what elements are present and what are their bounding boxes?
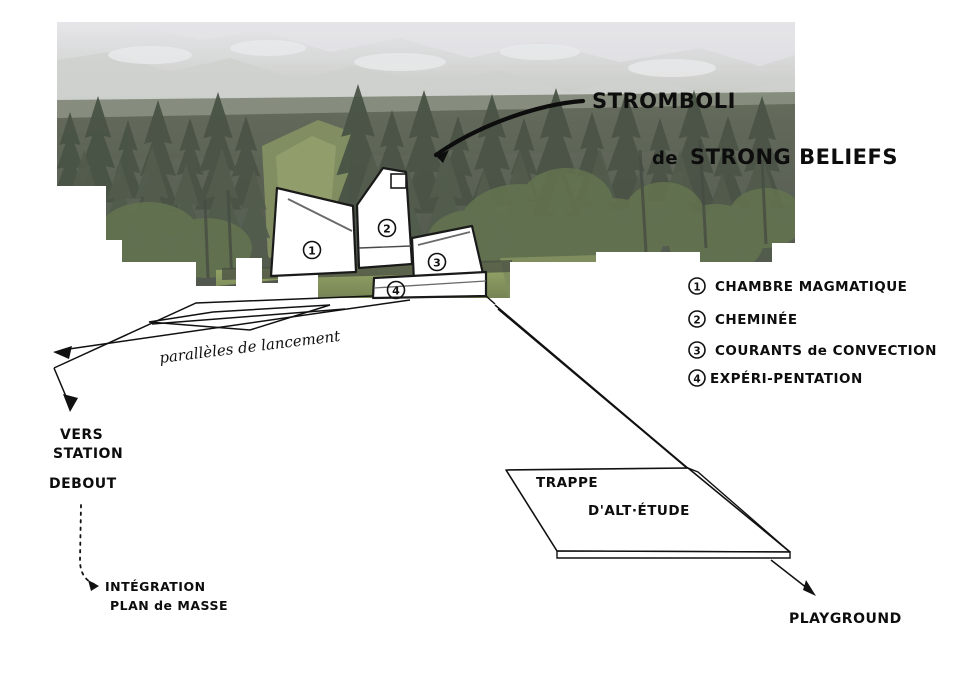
annotation-vers: VERS [60,427,103,443]
volume-2-cheminee [355,166,414,270]
legend-num-2: 2 [693,315,700,327]
volume-callouts: 1 2 3 4 [302,218,447,300]
chimney-opening [390,173,407,189]
annotation-plan-de-masse: PLAN de MASSE [110,598,228,613]
legend-bullet-4-icon [688,369,706,387]
legend-bullet-3-icon [688,341,706,359]
callout-3: 3 [427,252,447,272]
annotation-station: STATION [53,446,123,462]
legend-bullet-1-icon [688,277,706,295]
legend-item-4: 4 EXPÉRI-PENTATION [688,369,863,387]
annotation-debout: DEBOUT [49,476,117,492]
arrow-left-upper-icon [53,346,72,359]
site-plan-arrowheads [53,346,78,412]
legend-num-3: 3 [693,346,700,358]
site-plan-lines [53,295,695,475]
title-stromboli: STROMBOLI [592,89,736,113]
legend-label-1: CHAMBRE MAGMATIQUE [715,279,907,295]
annotation-playground: PLAYGROUND [789,611,902,627]
title-strong-beliefs: STRONG BELIEFS [690,145,898,169]
legend-item-3: 3 COURANTS de CONVECTION [688,341,937,359]
title-prefix-de: de [652,148,678,169]
legend-item-1: 1 CHAMBRE MAGMATIQUE [688,277,907,295]
callout-2: 2 [377,218,397,238]
callout-4: 4 [386,280,406,300]
arrow-down-station-icon [63,394,78,412]
legend: 1 CHAMBRE MAGMATIQUE 2 CHEMINÉE 3 COURAN… [688,277,937,387]
legend-num-4: 4 [693,374,700,386]
callout-2-label: 2 [383,223,391,236]
playground-arrow [770,559,816,596]
integration-dotted-arrow [79,504,99,591]
trappe-platform [505,467,791,559]
legend-label-2: CHEMINÉE [715,311,798,328]
callout-4-label: 4 [392,285,400,298]
legend-label-3: COURANTS de CONVECTION [715,343,937,359]
annotation-trappe: TRAPPE [536,475,598,491]
annotation-alt-etude: D'ALT·ÉTUDE [588,502,690,519]
annotation-integration: INTÉGRATION [105,579,206,594]
legend-bullet-2-icon [688,310,706,328]
callout-3-label: 3 [433,257,441,270]
legend-item-2: 2 CHEMINÉE [688,310,798,328]
callout-1: 1 [302,240,322,260]
legend-label-4: EXPÉRI-PENTATION [710,370,863,387]
legend-num-1: 1 [693,282,700,294]
title-leader-arrow [433,98,586,163]
callout-1-label: 1 [308,245,316,258]
volume-1-chambre-magmatique [269,186,358,278]
